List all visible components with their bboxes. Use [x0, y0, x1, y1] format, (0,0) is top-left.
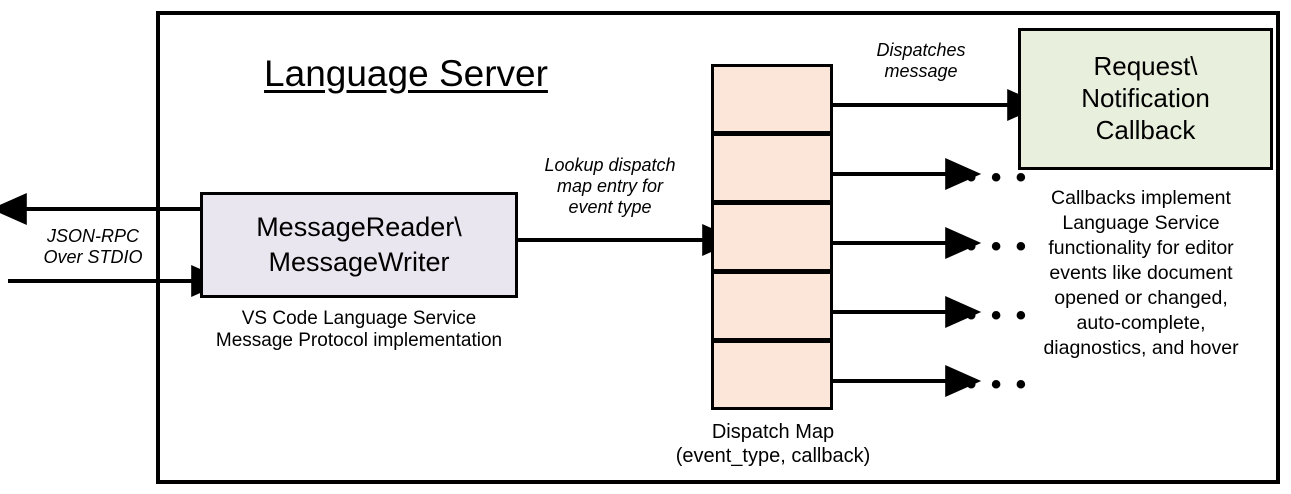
ellipsis-row-5: • • •	[966, 368, 1030, 401]
language-server-container	[156, 11, 1280, 484]
dispatches-message-label: Dispatches message	[876, 40, 966, 82]
message-reader-writer-box[interactable]: MessageReader\ MessageWriter	[200, 192, 518, 298]
message-reader-writer-label: MessageReader\ MessageWriter	[256, 211, 462, 277]
page-title: Language Server	[264, 53, 548, 94]
dispatch-map-cell-4[interactable]	[711, 271, 833, 341]
dispatch-map-cell-3[interactable]	[711, 202, 833, 272]
dispatch-map-cell-5[interactable]	[711, 340, 833, 410]
request-notification-callback-label: Request\ Notification Callback	[1081, 51, 1210, 145]
ellipsis-row-2: • • •	[966, 161, 1030, 194]
request-notification-callback-box[interactable]: Request\ Notification Callback	[1018, 28, 1273, 170]
lookup-dispatch-label: Lookup dispatch map entry for event type	[544, 155, 676, 218]
dispatch-map-cell-1[interactable]	[711, 64, 833, 134]
ellipsis-row-3: • • •	[966, 230, 1030, 263]
jsonrpc-channel-label: JSON-RPC Over STDIO	[43, 226, 143, 268]
dispatch-map-caption: Dispatch Map (event_type, callback)	[675, 421, 871, 467]
ellipsis-row-4: • • •	[966, 299, 1030, 332]
dispatch-map	[711, 64, 833, 412]
callback-caption: Callbacks implement Language Service fun…	[1043, 187, 1239, 359]
message-reader-writer-caption: VS Code Language Service Message Protoco…	[215, 308, 503, 352]
dispatch-map-cell-2[interactable]	[711, 133, 833, 203]
